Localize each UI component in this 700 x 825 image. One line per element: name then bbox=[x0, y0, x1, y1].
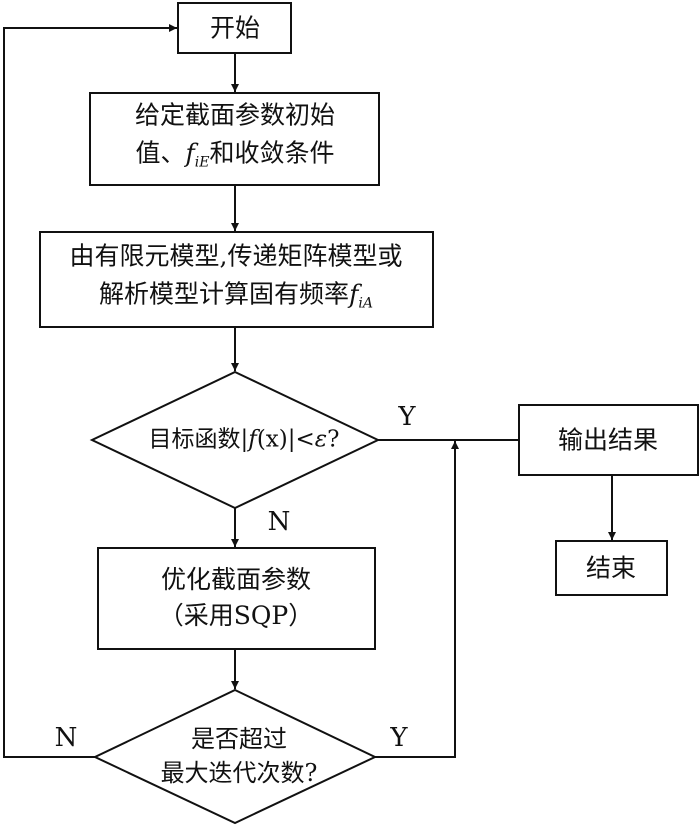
optimize-text: 优化截面参数 （采用SQP） bbox=[159, 562, 313, 634]
start-label: 开始 bbox=[209, 13, 261, 43]
no-label-iteration: N bbox=[54, 723, 78, 753]
compute-text: 由有限元模型,传递矩阵模型或 解析模型计算固有频率fiA bbox=[70, 238, 403, 323]
compute-box bbox=[39, 231, 434, 328]
iteration-line1: 是否超过 bbox=[191, 725, 287, 753]
f-symbol: f bbox=[349, 279, 359, 309]
f-symbol: f bbox=[185, 138, 195, 168]
target-decision-text: 目标函数|f(x)|<ε? bbox=[148, 426, 340, 453]
optimize-box bbox=[97, 547, 376, 650]
arrow-no-loop-back bbox=[3, 24, 177, 758]
no-label-target: N bbox=[267, 507, 291, 537]
optimize-line2: （采用SQP） bbox=[158, 601, 314, 630]
init-line2: 值、fiE和收敛条件 bbox=[135, 138, 335, 171]
init-text: 给定截面参数初始 值、fiE和收敛条件 bbox=[135, 97, 335, 182]
end-box bbox=[555, 540, 668, 596]
compute-line1: 由有限元模型,传递矩阵模型或 bbox=[69, 241, 403, 271]
end-label: 结束 bbox=[585, 553, 637, 583]
init-line1: 给定截面参数初始 bbox=[134, 100, 336, 130]
yes-label-target: Y bbox=[398, 402, 416, 432]
output-label: 输出结果 bbox=[557, 425, 659, 455]
arrow-yes-to-output bbox=[375, 441, 459, 758]
f-subscript: iE bbox=[194, 154, 210, 171]
optimize-line1: 优化截面参数 bbox=[160, 565, 312, 594]
f-subscript: iA bbox=[358, 295, 373, 312]
f-symbol: f bbox=[248, 426, 257, 453]
iteration-line2: 最大迭代次数? bbox=[160, 759, 318, 787]
epsilon-symbol: ε bbox=[314, 426, 328, 453]
yes-label-iteration: Y bbox=[390, 723, 408, 753]
compute-line2: 解析模型计算固有频率fiA bbox=[99, 279, 373, 312]
iteration-decision-diamond bbox=[92, 688, 378, 825]
iteration-decision-text: 是否超过 最大迭代次数? bbox=[161, 722, 318, 790]
